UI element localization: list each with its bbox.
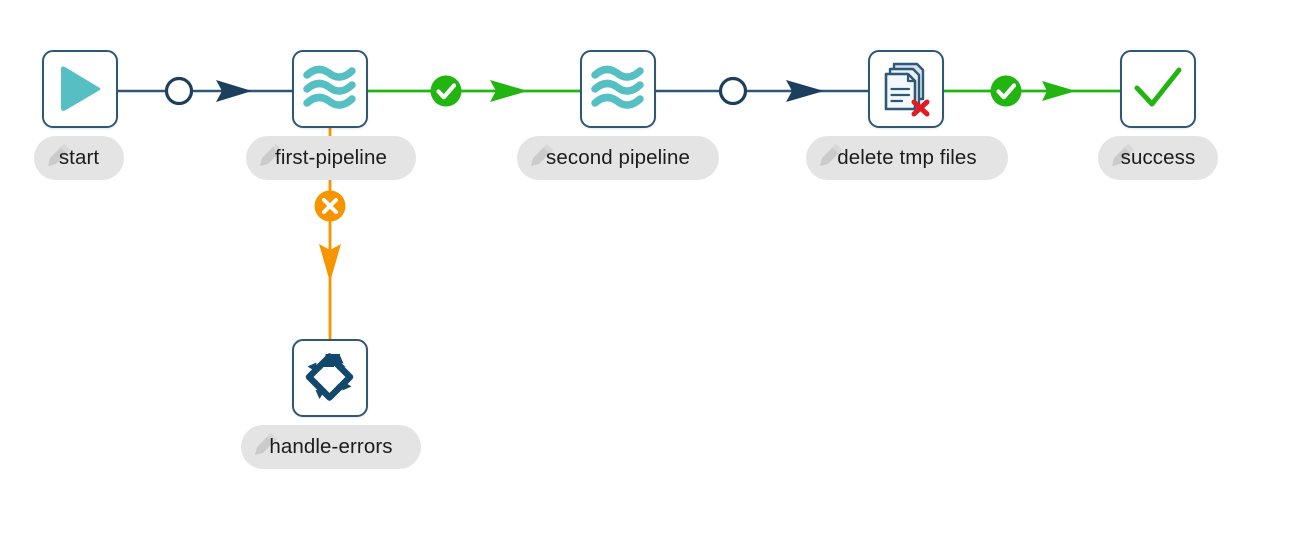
label-text: delete tmp files xyxy=(837,146,977,169)
node-start[interactable] xyxy=(42,50,118,128)
pipeline-waves-icon xyxy=(303,65,356,109)
circle-connector xyxy=(164,76,194,106)
arrowhead xyxy=(1042,81,1076,101)
arrowhead xyxy=(216,80,252,102)
success-badge[interactable] xyxy=(430,75,462,107)
edit-pencil-icon xyxy=(531,144,553,166)
node-first-pipeline[interactable] xyxy=(292,50,368,128)
play-triangle-icon xyxy=(61,66,101,111)
edit-pencil-icon xyxy=(260,144,282,166)
edit-pencil-icon xyxy=(820,144,842,166)
label-success[interactable]: success xyxy=(1098,136,1218,180)
label-first-pipeline[interactable]: first-pipeline xyxy=(246,136,416,180)
edge-delete-tmp-files-to-success[interactable] xyxy=(944,81,1120,101)
label-text: second pipeline xyxy=(546,146,690,169)
label-text: handle-errors xyxy=(269,435,393,458)
circle-connector xyxy=(718,76,748,106)
label-text: start xyxy=(58,146,100,169)
edit-pencil-icon xyxy=(48,144,70,166)
node-delete-tmp-files[interactable] xyxy=(868,50,944,128)
edge-second-pipeline-to-delete-tmp-files[interactable] xyxy=(656,76,868,106)
node-second-pipeline[interactable] xyxy=(580,50,656,128)
pipeline-waves-icon xyxy=(591,65,644,109)
edit-pencil-icon xyxy=(1112,144,1134,166)
error-badge[interactable] xyxy=(314,190,346,222)
label-second-pipeline[interactable]: second pipeline xyxy=(517,136,719,180)
node-handle-errors[interactable] xyxy=(292,339,368,417)
edge-first-pipeline-to-second-pipeline[interactable] xyxy=(368,80,580,102)
success-badge[interactable] xyxy=(990,75,1022,107)
label-delete-tmp-files[interactable]: delete tmp files xyxy=(806,136,1008,180)
edit-pencil-icon xyxy=(255,433,277,455)
arrowhead xyxy=(319,244,341,282)
retry-cycle-arrows-icon xyxy=(305,353,354,401)
edge-start-to-first-pipeline[interactable] xyxy=(118,76,292,106)
label-start[interactable]: start xyxy=(34,136,124,180)
label-text: first-pipeline xyxy=(275,146,387,169)
label-text: success xyxy=(1120,146,1196,169)
label-handle-errors[interactable]: handle-errors xyxy=(241,425,421,469)
delete-documents-icon xyxy=(884,62,930,117)
node-success[interactable] xyxy=(1120,50,1196,128)
arrowhead xyxy=(786,80,824,102)
check-mark-icon xyxy=(1134,67,1182,107)
arrowhead xyxy=(490,80,528,102)
